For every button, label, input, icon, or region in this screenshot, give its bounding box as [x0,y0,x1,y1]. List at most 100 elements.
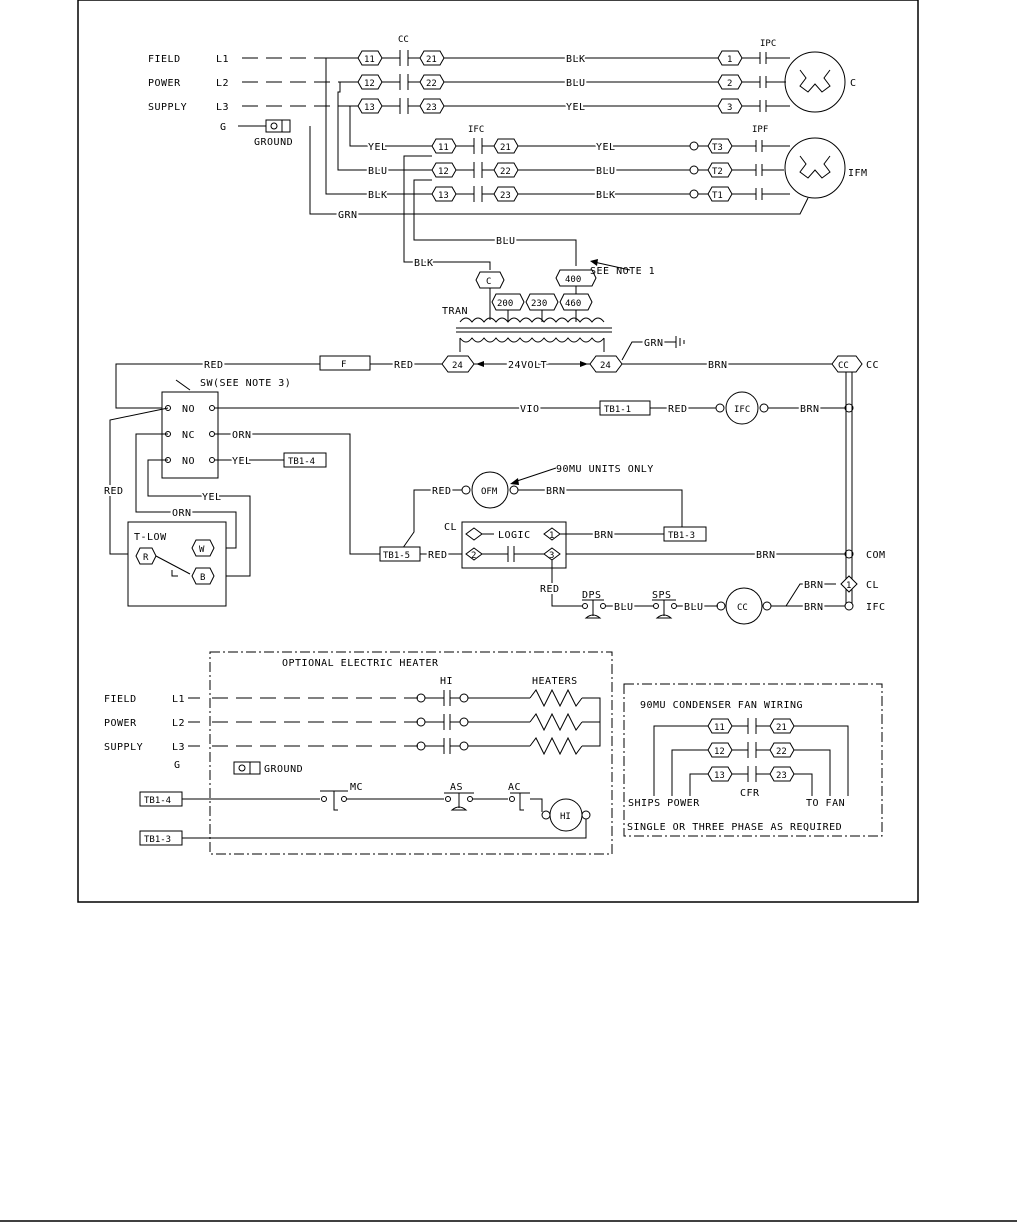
ofm-icon [471,471,509,509]
hi-contacts [416,690,469,754]
ifc-terminal-11: 11 [438,143,449,153]
compressor-terminal-2-label: 2 [727,79,732,89]
heater-section-border [209,651,613,855]
to-fan-label: TO FAN [806,798,845,809]
com-label: COM [866,550,886,561]
sw-no-1: NO [182,404,195,415]
selector-switch [161,391,219,479]
heater-l1-label: L1 [172,694,185,705]
ifc-feed-wires: YEL BLU BLK [325,57,432,203]
ground-terminal [265,119,291,133]
heater-title: OPTIONAL ELECTRIC HEATER [282,658,439,669]
phase-note: SINGLE OR THREE PHASE AS REQUIRED [627,822,842,833]
ground-label: GROUND [254,137,293,148]
cc-terminal [831,355,863,373]
wire-red-5: RED [432,486,452,497]
fan-motor-circuit: IFC 11 21 YEL 12 22 BLU 13 23 BLK T3 T2 … [309,125,868,223]
cl-terminal-1b [840,575,858,593]
terminal-11-label: 11 [364,55,375,65]
tap-200 [491,293,525,311]
tap-230-label: 230 [531,299,547,309]
cl-label: CL [444,522,457,533]
ipf-label: IPF [752,125,768,135]
ac-label: AC [508,782,521,793]
terminal-13-label: 13 [364,103,375,113]
terminal-23-label: 23 [426,103,437,113]
ifm-label: IFM [848,168,868,179]
fan-terminal-t2-label: T2 [712,167,723,177]
as-label: AS [450,782,463,793]
l2-label: L2 [216,78,229,89]
cl-terminal-2 [465,547,483,561]
heater-element-3-icon [529,736,583,756]
ifc-terminal-22: 22 [500,167,511,177]
power-label: POWER [148,78,181,89]
heater-tb1-4-label: TB1-4 [144,796,171,806]
wire-brn-4: BRN [594,530,614,541]
wire-vio: VIO [520,404,540,415]
wire-blk-2: BLK [368,190,388,201]
tap-460 [559,293,593,311]
field-power-supply: FIELD POWER SUPPLY L1 L2 L3 G GROUND [148,54,362,148]
control-circuit: F RED RED BRN CC CC SW(SEE NOTE 3) NO NC… [102,355,886,625]
ofm-label: OFM [481,487,498,497]
primary-coil-icon [459,317,605,323]
ifc-terminal-23: 23 [500,191,511,201]
t-low-w [191,539,215,557]
cfr-terminal-11-label: 11 [714,723,725,733]
see-note-1: SEE NOTE 1 [590,266,655,277]
sw-no-2: NO [182,456,195,467]
heater-l3-label: L3 [172,742,185,753]
indoor-fan-motor-icon [784,137,846,199]
dps-label: DPS [582,590,602,601]
optional-electric-heater: OPTIONAL ELECTRIC HEATER FIELD POWER SUP… [104,651,613,855]
wire-brn-7: BRN [804,602,824,613]
wire-brn-1: BRN [708,360,728,371]
secondary-coil-icon [459,337,605,343]
wire-blu-6: BLU [684,602,704,613]
ifc-coil-icon [725,391,759,425]
wire-red-7: RED [540,584,560,595]
diagram-frame [77,0,919,903]
heater-supply-label: SUPPLY [104,742,143,753]
tap-c [475,271,505,289]
cfr-terminal-13-label: 13 [714,771,725,781]
tap-200-label: 200 [497,299,513,309]
tap-c-label: C [486,277,491,287]
wire-red-6: RED [428,550,448,561]
condenser-fan-wiring: 90MU CONDENSER FAN WIRING 11 12 13 21 22… [623,683,883,837]
ifc-terminal-13: 13 [438,191,449,201]
wire-yel-5: YEL [202,492,222,503]
cfr-terminal-23-label: 23 [776,771,787,781]
l3-label: L3 [216,102,229,113]
t-low-b [191,567,215,585]
condenser-title: 90MU CONDENSER FAN WIRING [640,700,803,711]
sps-label: SPS [652,590,672,601]
hi-contactor-label: HI [440,676,453,687]
g-label: G [220,122,227,133]
heater-power-label: POWER [104,718,137,729]
wire-blk-3: BLK [596,190,616,201]
compressor-circuit: CC 11 21 BLK 12 22 BLU 13 23 YEL [357,35,856,115]
heater-tb1-3-label: TB1-3 [144,835,171,845]
cc-terminal-name: CC [866,360,879,371]
cc-coil-label: CC [737,603,748,613]
wire-orn-2: ORN [172,508,192,519]
compressor-terminal-1-label: 1 [727,55,732,65]
field-label: FIELD [148,54,181,65]
ifc-terminal-12: 12 [438,167,449,177]
ships-power-label: SHIPS POWER [628,798,700,809]
heater-ground-label: GROUND [264,764,303,775]
cfr-terminal-21-label: 21 [776,723,787,733]
ifc-contactor-label: IFC [468,125,484,135]
ifc-coil-label: IFC [734,405,750,415]
wire-red-4: RED [104,486,124,497]
heater-field-label: FIELD [104,694,137,705]
wire-yel-1: YEL [566,102,586,113]
condenser-section-border [623,683,883,837]
ifc-right-label: IFC [866,602,886,613]
fuse-label: F [341,360,346,370]
terminal-24-left-label: 24 [452,361,463,371]
sw-nc: NC [182,430,195,441]
